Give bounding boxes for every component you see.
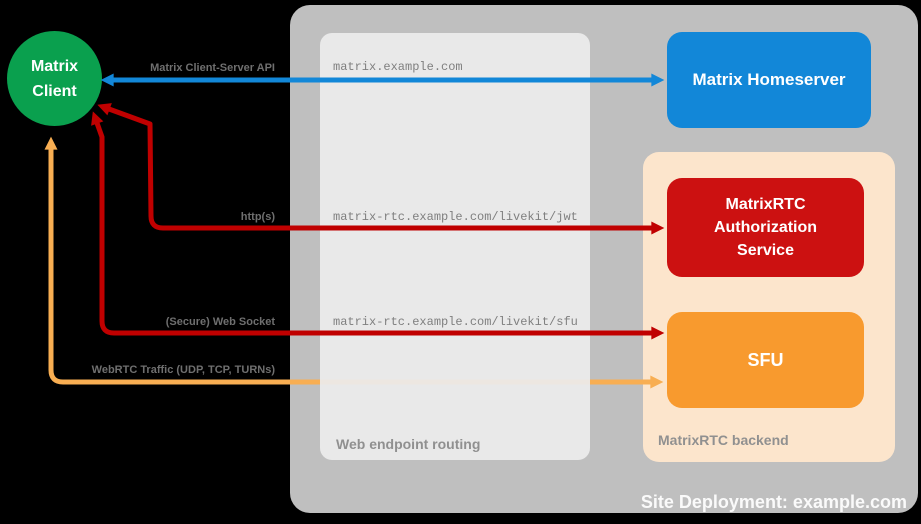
arrow-label-client-server-api: Matrix Client-Server API xyxy=(150,62,275,74)
arrow-label-https: http(s) xyxy=(240,211,275,223)
client-label-line2: Client xyxy=(32,82,77,100)
sfu-node: SFU xyxy=(667,312,864,408)
endpoint-matrix-domain: matrix.example.com xyxy=(333,60,463,74)
auth-service-label-line3: Service xyxy=(737,242,794,259)
matrix-client-node: Matrix Client xyxy=(7,31,102,126)
endpoint-livekit-sfu: matrix-rtc.example.com/livekit/sfu xyxy=(333,315,578,329)
auth-service-label-line2: Authorization xyxy=(713,219,818,236)
routing-panel-label: Web endpoint routing xyxy=(336,436,481,452)
sfu-label: SFU xyxy=(747,349,784,370)
endpoint-livekit-jwt: matrix-rtc.example.com/livekit/jwt xyxy=(333,210,578,224)
auth-service-label-line1: MatrixRTC xyxy=(725,196,806,213)
client-label-line1: Matrix xyxy=(30,57,79,75)
arrow-label-websocket: (Secure) Web Socket xyxy=(165,316,275,328)
matrixrtc-auth-service-node: MatrixRTC Authorization Service xyxy=(667,178,864,277)
backend-panel-label: MatrixRTC backend xyxy=(658,432,789,448)
arrow-label-webrtc-traffic: WebRTC Traffic (UDP, TCP, TURNs) xyxy=(91,364,275,376)
matrixrtc-backend-panel: MatrixRTC Authorization Service SFU Matr… xyxy=(643,152,895,462)
matrix-homeserver-node: Matrix Homeserver xyxy=(667,32,871,128)
web-endpoint-routing-panel: matrix.example.com matrix-rtc.example.co… xyxy=(320,33,590,460)
homeserver-label: Matrix Homeserver xyxy=(692,70,846,89)
site-deployment-label: Site Deployment: example.com xyxy=(640,492,907,512)
